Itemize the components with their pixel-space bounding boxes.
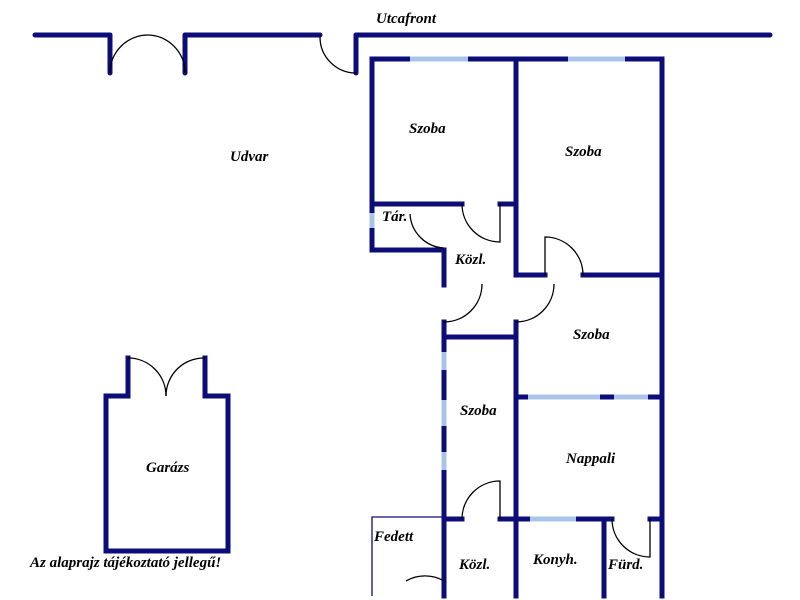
courtyard-label: Udvar: [230, 149, 269, 165]
covered-porch-outline: [371, 516, 444, 596]
street-gate-doors: [109, 34, 357, 74]
garage-walls: [103, 355, 231, 554]
corridor-top-label: Közl.: [455, 252, 487, 268]
living-room-label: Nappali: [566, 451, 616, 467]
storage-label: Tár.: [382, 209, 408, 225]
bathroom-label: Fürd.: [608, 557, 644, 573]
street-wall: [32, 32, 773, 76]
room-top-right-label: Szoba: [565, 144, 602, 160]
street-label: Utcafront: [376, 11, 436, 27]
room-top-left-label: Szoba: [409, 121, 446, 137]
room-mid-right-label: Szoba: [573, 327, 610, 343]
house-walls: [369, 56, 665, 599]
covered-label: Fedett: [374, 529, 414, 545]
kitchen-label: Konyh.: [533, 552, 578, 568]
disclaimer-text: Az alaprajz tájékoztató jellegű!: [30, 555, 222, 571]
corridor-bottom-label: Közl.: [459, 557, 491, 573]
garage-doors: [127, 357, 206, 397]
windows: [369, 56, 648, 522]
interior-doors: [405, 203, 651, 582]
room-mid-left-label: Szoba: [460, 403, 497, 419]
garage-label: Garázs: [146, 460, 190, 476]
